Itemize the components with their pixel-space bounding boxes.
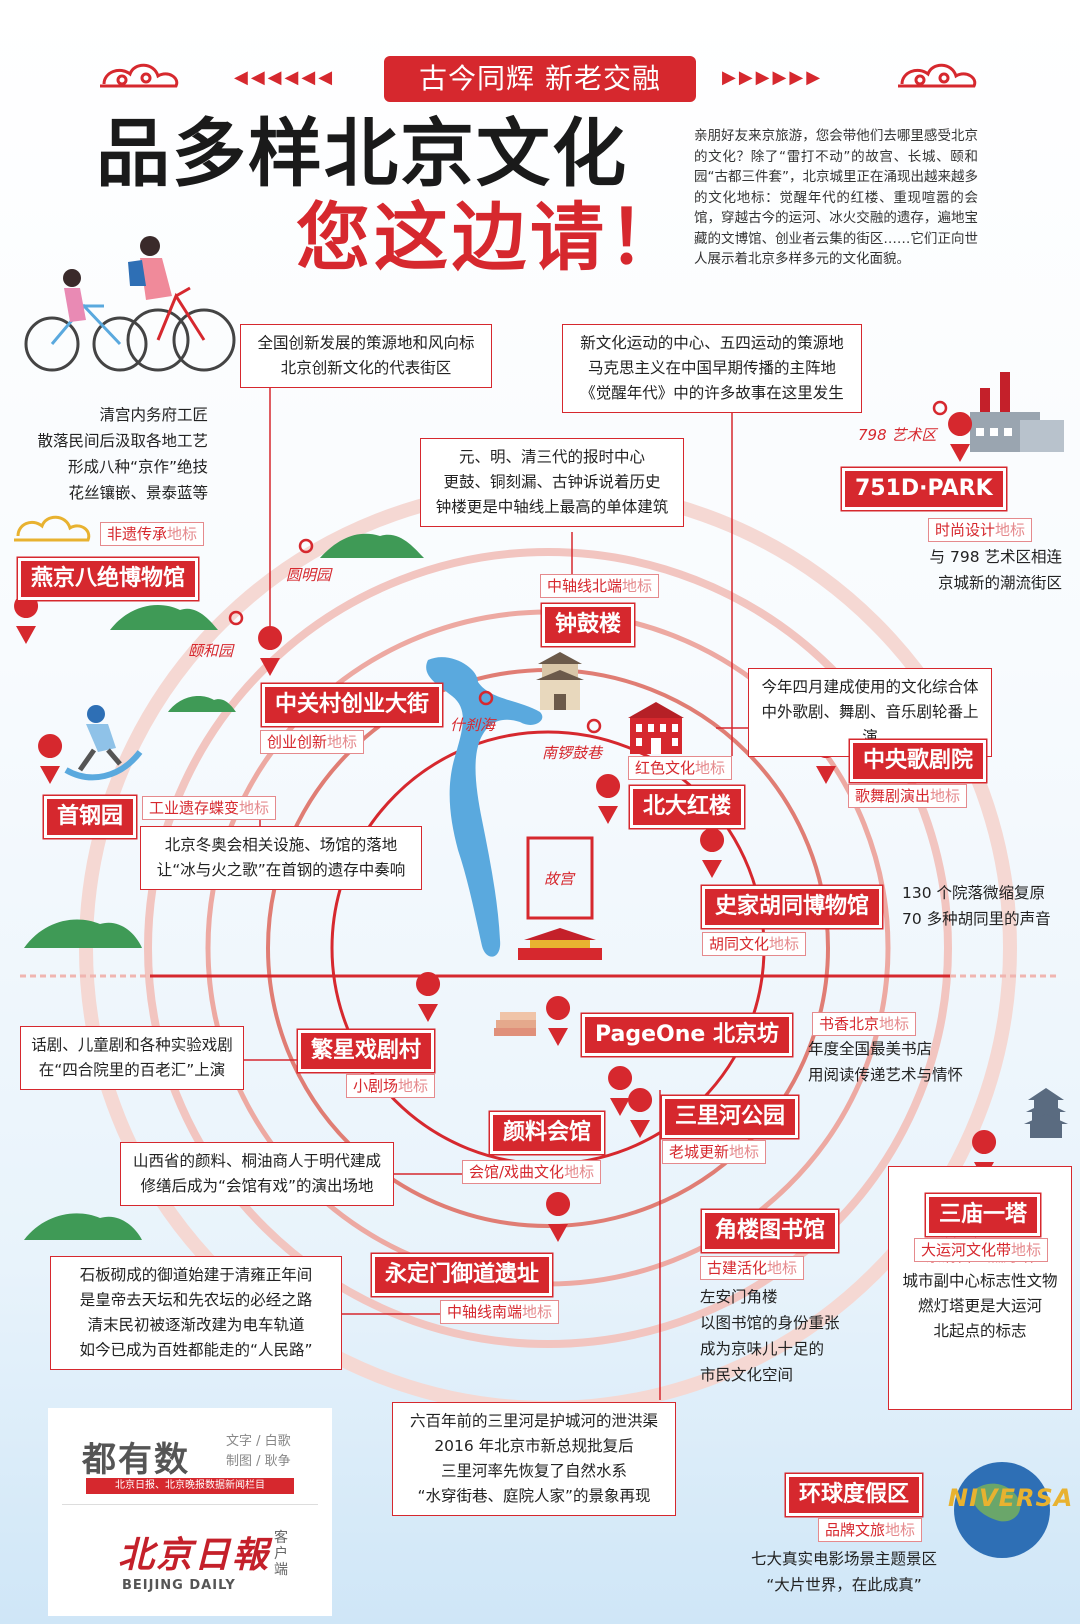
credits-text: 文字 / 白歌制图 / 耿争 xyxy=(226,1434,291,1469)
beijing-daily-logo: 北京日報 xyxy=(118,1534,271,1576)
box-shougang: 北京冬奥会相关设施、场馆的落地让“冰与火之歌”在首钢的遗存中奏响 xyxy=(140,826,422,890)
credits-panel: 都有数 文字 / 白歌制图 / 耿争 北京日报、北京晚报数据新闻栏目 北京日報 … xyxy=(48,1408,332,1616)
water-shichahai xyxy=(426,657,543,957)
name-sanlihe[interactable]: 三里河公园 xyxy=(662,1096,799,1138)
name-yongdingmen[interactable]: 永定门御道遗址 xyxy=(372,1254,553,1296)
name-shijia[interactable]: 史家胡同博物馆 xyxy=(702,886,883,928)
desc-pageone: 年度全国最美书店用阅读传递艺术与情怀 xyxy=(808,1040,964,1084)
books-icon xyxy=(494,1012,536,1036)
label-nanluoguxiang: 南锣鼓巷 xyxy=(542,744,603,762)
tag-shougang: 工业遗存蝶变地标 xyxy=(142,796,277,820)
name-universal[interactable]: 环球度假区 xyxy=(786,1474,923,1516)
tag-fanxing: 小剧场地标 xyxy=(346,1074,436,1098)
tag-sanmiao: 大运河文化带地标 xyxy=(914,1238,1049,1262)
red-building-icon xyxy=(628,702,684,754)
logo-duyoushu: 都有数 xyxy=(82,1440,190,1480)
name-geju[interactable]: 中央歌剧院 xyxy=(850,740,987,782)
name-yanjing[interactable]: 燕京八绝博物馆 xyxy=(18,558,199,600)
label-shichahai: 什刹海 xyxy=(450,716,496,734)
tag-pageone: 书香北京地标 xyxy=(812,1012,917,1036)
box-fanxing: 话剧、儿童剧和各种实验戏剧在“四合院里的百老汇”上演 xyxy=(20,1026,244,1090)
credits-divider xyxy=(62,1504,318,1505)
cloud-left-icon xyxy=(100,63,179,88)
tag-geju: 歌舞剧演出地标 xyxy=(848,784,968,808)
cloud-gold-icon xyxy=(14,515,91,542)
snowboarder-icon xyxy=(64,705,143,781)
page-title: 品多样北京文化 xyxy=(96,111,628,197)
drum-tower-icon xyxy=(536,652,584,710)
name-zhonggulou[interactable]: 钟鼓楼 xyxy=(542,604,635,646)
label-yuanmingyuan: 圆明园 xyxy=(286,566,332,584)
beijing-daily-suffix: 客户端 xyxy=(274,1530,288,1578)
name-zhongguancun[interactable]: 中关村创业大街 xyxy=(262,684,443,726)
beijing-daily-en: BEIJING DAILY xyxy=(122,1578,236,1593)
box-yanliao: 山西省的颜料、桐油商人于明代建成修缮后成为“会馆有戏”的演出场地 xyxy=(120,1142,394,1206)
desc-jiaolou: 左安门角楼以图书馆的身份重张 成为京味儿十足的市民文化空间 xyxy=(700,1288,840,1384)
tag-shijia: 胡同文化地标 xyxy=(702,932,807,956)
tiananmen-icon xyxy=(518,928,602,960)
desc-park751: 与 798 艺术区相连京城新的潮流街区 xyxy=(929,548,1062,592)
small-pins xyxy=(228,400,948,734)
name-sanmiao[interactable]: 三庙一塔 xyxy=(926,1194,1041,1236)
universal-globe-text: NIVERSA xyxy=(948,1484,1074,1512)
tag-yanjing: 非遗传承地标 xyxy=(100,522,205,546)
tag-sanlihe: 老城更新地标 xyxy=(662,1140,767,1164)
connector-lines xyxy=(244,384,760,1400)
name-shougang[interactable]: 首钢园 xyxy=(44,796,137,838)
desc-universal: 七大真实电影场景主题景区“大片世界，在此成真” xyxy=(750,1550,937,1594)
box-yongdingmen: 石板砌成的御道始建于清雍正年间是皇帝去天坛和先农坛的必经之路 清末民初被逐渐改建… xyxy=(50,1256,342,1370)
credits-strip: 北京日报、北京晚报数据新闻栏目 xyxy=(86,1478,294,1494)
pagoda-icon xyxy=(1024,1088,1068,1138)
tag-yongdingmen: 中轴线南端地标 xyxy=(440,1300,560,1324)
hills xyxy=(24,533,424,1240)
name-fanxing[interactable]: 繁星戏剧村 xyxy=(298,1030,435,1072)
tag-zhonggulou: 中轴线北端地标 xyxy=(540,574,660,598)
box-zhongguancun: 全国创新发展的策源地和风向标北京创新文化的代表街区 xyxy=(240,324,492,388)
label-798: 798 艺术区 xyxy=(858,426,937,444)
box-zhonggulou: 元、明、清三代的报时中心更鼓、铜刻漏、古钟诉说着历史钟楼更是中轴线上最高的单体建… xyxy=(420,438,684,527)
name-pageone[interactable]: PageOne 北京坊 xyxy=(582,1014,792,1056)
gugong-outline xyxy=(526,836,594,920)
universal-globe-icon xyxy=(954,1462,1050,1558)
ring-4 xyxy=(144,548,952,1348)
label-yiheyuan: 颐和园 xyxy=(188,642,234,660)
box-beida: 新文化运动的中心、五四运动的策源地马克思主义在中国早期传播的主阵地《觉醒年代》中… xyxy=(562,324,862,413)
arrows-right: ▶▶▶▶▶▶ xyxy=(722,67,824,88)
label-gugong: 故宫 xyxy=(544,870,575,888)
arrows-left: ◀◀◀◀◀◀ xyxy=(234,67,336,88)
tag-jiaolou: 古建活化地标 xyxy=(700,1256,805,1280)
tag-yanliao: 会馆/戏曲文化地标 xyxy=(462,1160,602,1184)
name-jiaolou[interactable]: 角楼图书馆 xyxy=(702,1210,839,1252)
name-beida[interactable]: 北大红楼 xyxy=(630,786,745,828)
banner: 古今同辉 新老交融 xyxy=(384,56,696,102)
name-park751[interactable]: 751D·PARK xyxy=(842,468,1006,510)
tag-universal: 品牌文旅地标 xyxy=(818,1518,923,1542)
desc-yanjing: 清宫内务府工匠散落民间后汲取各地工艺 形成八种“京作”绝技花丝镶嵌、景泰蓝等 xyxy=(37,406,208,502)
factory-icon xyxy=(970,372,1064,452)
name-yanliao[interactable]: 颜料会馆 xyxy=(490,1112,605,1154)
intro-text: 亲朋好友来京旅游，您会带他们去哪里感受北京的文化？除了“雷打不动”的故宫、长城、… xyxy=(694,128,978,267)
tag-beida: 红色文化地标 xyxy=(628,756,733,780)
tag-zhongguancun: 创业创新地标 xyxy=(260,730,365,754)
tag-park751: 时尚设计地标 xyxy=(928,518,1033,542)
cloud-right-icon xyxy=(898,63,977,88)
cyclists-icon xyxy=(24,236,236,372)
page-subtitle: 您这边请！ xyxy=(296,195,686,281)
